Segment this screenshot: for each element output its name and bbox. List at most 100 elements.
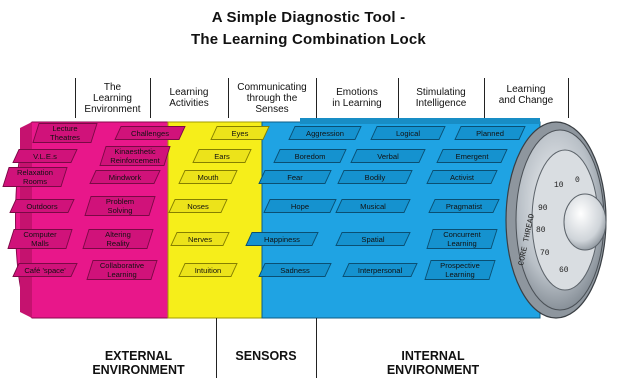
lock-tab-label: Fear	[287, 173, 303, 182]
dial-knob[interactable]	[563, 193, 607, 251]
header-line: through the	[246, 92, 298, 104]
title-line-1: A Simple Diagnostic Tool -	[211, 9, 406, 26]
lock-tab	[89, 170, 161, 184]
lock-tab-label: Emergent	[456, 152, 490, 161]
lock-tab-label: Mouth	[197, 173, 218, 182]
header-divider	[75, 78, 76, 118]
bottom-divider	[316, 318, 317, 378]
lock-tab-label: Interpersonal	[358, 266, 403, 275]
lock-tab	[258, 263, 332, 277]
header-line: and Change	[498, 95, 554, 106]
header-line: Environment	[84, 103, 141, 115]
dial-number: 70	[540, 249, 550, 258]
header-line: Learning	[506, 84, 546, 95]
lock-tab	[84, 196, 156, 216]
header-divider	[398, 78, 399, 118]
lock-tab	[82, 229, 154, 249]
lock-tab-label: Lecture	[52, 124, 77, 133]
lock-tab	[273, 149, 347, 163]
lock-tab	[245, 232, 319, 246]
lock-tab-label: V.L.E.s	[33, 152, 57, 161]
lock-tab	[426, 229, 498, 249]
dial-number: 90	[538, 204, 548, 213]
lock-tab	[12, 149, 78, 163]
lock-tab	[170, 232, 230, 246]
lock-tab	[288, 126, 362, 140]
dial-number: 10	[554, 181, 564, 190]
lock-tab-label: Café 'space'	[24, 266, 66, 275]
lock-tab-label: Problem	[106, 197, 134, 206]
lock-tab-label: Prospective	[440, 261, 480, 270]
lock-tab	[168, 199, 228, 213]
lock-tab-label: Theatres	[50, 133, 80, 142]
lock-tab-label: Sadness	[280, 266, 310, 275]
lock-tab-label: Noses	[187, 202, 209, 211]
label-line: ENVIRONMENT	[92, 363, 185, 377]
header-line: Stimulating	[416, 87, 466, 98]
lock-tab-label: Happiness	[264, 235, 300, 244]
header-divider	[568, 78, 569, 118]
header-line: Communicating	[237, 81, 307, 93]
label-internal-environment: INTERNAL ENVIRONMENT	[368, 349, 498, 377]
lock-tab-label: Reality	[106, 239, 129, 248]
lock-tab	[12, 263, 78, 277]
lock-tab-label: Ears	[214, 152, 230, 161]
lock-tab-label: Relaxation	[17, 168, 53, 177]
lock-tab	[263, 199, 337, 213]
label-external-environment: EXTERNAL ENVIRONMENT	[76, 349, 201, 377]
header-line: Learning	[93, 92, 132, 104]
header-learning-activities: Learning Activities	[151, 79, 227, 117]
header-line: in Learning	[332, 98, 382, 109]
label-line: ENVIRONMENT	[386, 363, 480, 377]
label-line: EXTERNAL	[104, 349, 173, 363]
lock-tab-label: Musical	[360, 202, 386, 211]
lock-tab-label: Eyes	[232, 129, 249, 138]
lock-tab-label: Learning	[107, 270, 137, 279]
header-learning-change: Learning and Change	[485, 76, 567, 114]
lock-tab	[335, 232, 411, 246]
lock-tab-label: Aggression	[306, 129, 344, 138]
lock-tab-label: Verbal	[377, 152, 399, 161]
lock-tab	[99, 146, 171, 166]
lock-tab	[114, 126, 186, 140]
dial-number: 0	[575, 176, 580, 185]
label-line: INTERNAL	[401, 349, 465, 363]
header-line: Activities	[169, 98, 209, 109]
lock-tab-label: Rooms	[23, 177, 47, 186]
lock-tab	[428, 199, 500, 213]
lock-tab	[454, 126, 526, 140]
lock-tab	[342, 263, 418, 277]
lock-tab-label: Pragmatist	[446, 202, 483, 211]
lock-tab-label: Computer	[23, 230, 57, 239]
lock-tab-label: Concurrent	[443, 230, 481, 239]
label-line: SENSORS	[235, 349, 297, 363]
lock-tab	[337, 170, 413, 184]
header-divider	[484, 78, 485, 118]
lock-tab-label: Nerves	[188, 235, 212, 244]
lock-tab-label: Intuition	[195, 266, 222, 275]
header-line: Emotions	[336, 87, 378, 98]
header-line: The	[103, 81, 122, 93]
lock-tab	[9, 199, 75, 213]
lock-tab	[32, 123, 98, 143]
lock-tab-label: Malls	[31, 239, 49, 248]
header-communicating-senses: Communicating through the Senses	[229, 79, 315, 117]
lock-tab	[7, 229, 73, 249]
bottom-divider	[216, 318, 217, 378]
label-sensors: SENSORS	[218, 349, 314, 363]
lock-tab-label: Spatial	[361, 235, 385, 244]
lock-tab-label: Boredom	[295, 152, 326, 161]
header-divider	[316, 78, 317, 118]
lock-tab	[178, 263, 238, 277]
lock-tab-label: Planned	[476, 129, 504, 138]
lock-tab	[424, 260, 496, 280]
header-line: Senses	[255, 103, 289, 115]
header-stimulating-intelligence: Stimulating Intelligence	[399, 79, 483, 117]
lock-tab-label: Bodily	[365, 173, 386, 182]
lock-tab-label: Activist	[450, 173, 475, 182]
lock-tab-label: Kinaesthetic	[114, 147, 156, 156]
header-divider	[228, 78, 229, 118]
lock-tab	[370, 126, 446, 140]
lock-tab	[2, 167, 68, 187]
lock-tab	[335, 199, 411, 213]
